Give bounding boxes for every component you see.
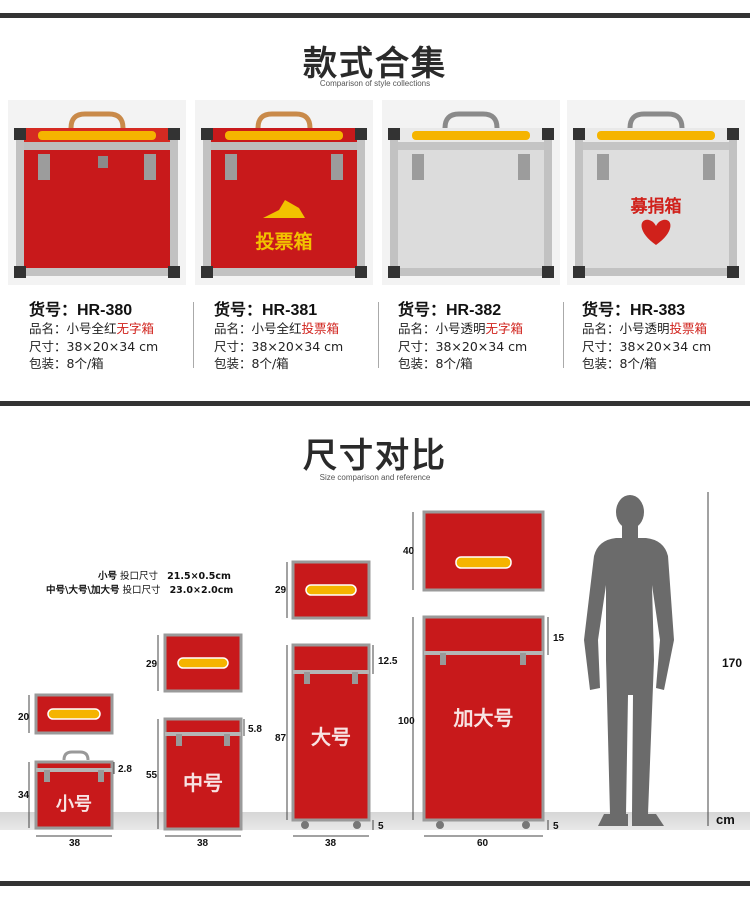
middle-divider bbox=[0, 401, 750, 406]
person-silhouette bbox=[584, 495, 674, 826]
small-lid bbox=[34, 693, 114, 735]
section2-subtitle: Size comparison and reference bbox=[319, 473, 431, 482]
dim-small-body: 34 bbox=[18, 790, 30, 801]
product-photo-hr382 bbox=[382, 100, 560, 290]
product-code: 货号：HR-383 bbox=[582, 302, 686, 319]
product-packing: 包装：8个/箱 bbox=[29, 356, 104, 371]
product-name: 品名：小号全红无字箱 bbox=[29, 321, 155, 336]
product-size: 尺寸：38×20×34 cm bbox=[29, 338, 159, 354]
top-divider bbox=[0, 13, 750, 18]
dim-xlarge-gap: 15 bbox=[553, 633, 565, 644]
dim-medium-gap: 5.8 bbox=[248, 724, 262, 735]
label-small: 小号 bbox=[56, 794, 92, 815]
product-packing: 包装：8个/箱 bbox=[214, 356, 289, 371]
dim-xlarge-lid: 40 bbox=[403, 546, 415, 557]
product-size: 尺寸：38×20×34 cm bbox=[214, 338, 344, 354]
dim-medium-body: 55 bbox=[146, 770, 158, 781]
product-photo-hr383: 募捐箱 bbox=[567, 100, 745, 290]
size-comparison-drawing bbox=[28, 492, 709, 837]
divider bbox=[193, 302, 194, 368]
medium-body bbox=[163, 717, 243, 831]
dim-small-lid: 20 bbox=[18, 712, 30, 723]
section1-title: 款式合集 bbox=[303, 44, 447, 84]
product-info-hr380: 货号：HR-380 品名：小号全红无字箱 尺寸：38×20×34 cm 包装：8… bbox=[29, 296, 209, 373]
large-lid bbox=[291, 560, 371, 620]
bottom-divider bbox=[0, 881, 750, 886]
dim-large-lid: 29 bbox=[275, 585, 287, 596]
product-info-hr381: 货号：HR-381 品名：小号全红投票箱 尺寸：38×20×34 cm 包装：8… bbox=[214, 296, 394, 373]
medium-lid bbox=[163, 633, 243, 693]
dim-large-gap: 12.5 bbox=[378, 656, 398, 667]
product-packing: 包装：8个/箱 bbox=[398, 356, 473, 371]
small-body bbox=[34, 750, 114, 830]
dim-medium-lid: 29 bbox=[146, 659, 158, 670]
dim-large-body: 87 bbox=[275, 733, 287, 744]
dim-small-width: 38 bbox=[69, 838, 81, 849]
section2-title: 尺寸对比 bbox=[303, 436, 447, 476]
product-size: 尺寸：38×20×34 cm bbox=[398, 338, 528, 354]
unit-cm: cm bbox=[716, 812, 735, 827]
dim-large-width: 38 bbox=[325, 838, 337, 849]
product-name: 品名：小号透明投票箱 bbox=[582, 321, 708, 336]
dim-xlarge-width: 60 bbox=[477, 838, 489, 849]
panel-text-donation: 募捐箱 bbox=[630, 196, 682, 217]
xlarge-lid bbox=[422, 510, 545, 592]
product-code: 货号：HR-380 bbox=[29, 302, 133, 319]
section1-subtitle: Comparison of style collections bbox=[319, 79, 431, 88]
dim-xlarge-body: 100 bbox=[398, 716, 415, 727]
product-size: 尺寸：38×20×34 cm bbox=[582, 338, 712, 354]
product-code: 货号：HR-381 bbox=[214, 302, 318, 319]
product-name: 品名：小号透明无字箱 bbox=[398, 321, 524, 336]
dim-small-gap: 2.8 bbox=[118, 764, 132, 775]
label-xlarge: 加大号 bbox=[453, 706, 514, 730]
divider bbox=[378, 302, 379, 368]
product-info-hr382: 货号：HR-382 品名：小号透明无字箱 尺寸：38×20×34 cm 包装：8… bbox=[398, 296, 578, 373]
product-packing: 包装：8个/箱 bbox=[582, 356, 657, 371]
panel-text-vote: 投票箱 bbox=[255, 230, 312, 253]
dim-large-wheel: 5 bbox=[378, 821, 384, 832]
product-photo-hr381: 投票箱 bbox=[195, 100, 373, 290]
person-height: 170 bbox=[722, 656, 743, 670]
large-body bbox=[291, 643, 371, 829]
dim-medium-width: 38 bbox=[197, 838, 209, 849]
product-code: 货号：HR-382 bbox=[398, 302, 502, 319]
slot-legend-large: 中号\大号\加大号 投口尺寸 23.0×2.0cm bbox=[46, 585, 234, 596]
divider bbox=[563, 302, 564, 368]
product-info-hr383: 货号：HR-383 品名：小号透明投票箱 尺寸：38×20×34 cm 包装：8… bbox=[582, 296, 750, 373]
label-medium: 中号 bbox=[183, 771, 223, 795]
xlarge-body bbox=[422, 615, 545, 829]
dim-xlarge-wheel: 5 bbox=[553, 821, 559, 832]
slot-legend-small: 小号 投口尺寸 21.5×0.5cm bbox=[98, 571, 231, 582]
label-large: 大号 bbox=[311, 725, 351, 749]
product-photo-hr380 bbox=[8, 100, 186, 290]
product-name: 品名：小号全红投票箱 bbox=[214, 321, 340, 336]
